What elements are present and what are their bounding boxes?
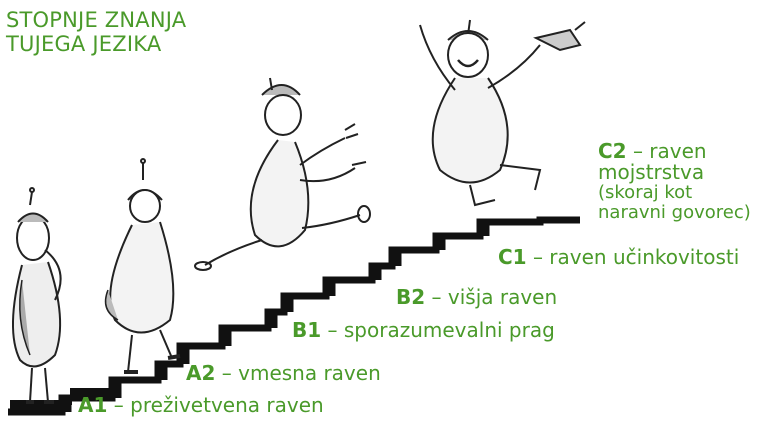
- level-a2-label: – vmesna raven: [221, 361, 381, 385]
- level-b2: B2 – višja raven: [396, 286, 557, 308]
- level-a1-code: A1: [78, 393, 108, 417]
- pear-figure-walking-icon: [104, 158, 181, 374]
- pear-figure-running-icon: [194, 77, 371, 271]
- level-b2-code: B2: [396, 285, 426, 309]
- level-c1-code: C1: [498, 245, 527, 269]
- level-c2-line3: (skoraj kot: [598, 182, 693, 203]
- level-c2: C2 – raven mojstrstva (skoraj kot naravn…: [598, 141, 751, 223]
- title-line-2: TUJEGA JEZIKA: [6, 32, 162, 56]
- level-a1: A1 – preživetvena raven: [78, 394, 324, 416]
- level-a1-label: – preživetvena raven: [113, 393, 324, 417]
- level-c2-line2: mojstrstva: [598, 160, 705, 184]
- level-a2-code: A2: [186, 361, 216, 385]
- level-c2-line4: naravni govorec): [598, 202, 751, 223]
- level-b2-label: – višja raven: [431, 285, 558, 309]
- level-b1: B1 – sporazumevalni prag: [292, 319, 555, 341]
- level-c1-label: – raven učinkovitosti: [532, 245, 740, 269]
- level-a2: A2 – vmesna raven: [186, 362, 381, 384]
- level-b1-code: B1: [292, 318, 322, 342]
- stair-risers: [60, 220, 550, 412]
- level-b1-label: – sporazumevalni prag: [327, 318, 555, 342]
- level-c1: C1 – raven učinkovitosti: [498, 246, 739, 268]
- level-c2-code: C2: [598, 139, 627, 163]
- title-line-1: STOPNJE ZNANJA: [6, 8, 187, 32]
- pear-figure-thinking-icon: [12, 187, 62, 404]
- diagram-title: STOPNJE ZNANJA TUJEGA JEZIKA: [6, 8, 186, 56]
- pear-figure-jumping-icon: [419, 19, 586, 207]
- level-c2-label: – raven: [632, 139, 707, 163]
